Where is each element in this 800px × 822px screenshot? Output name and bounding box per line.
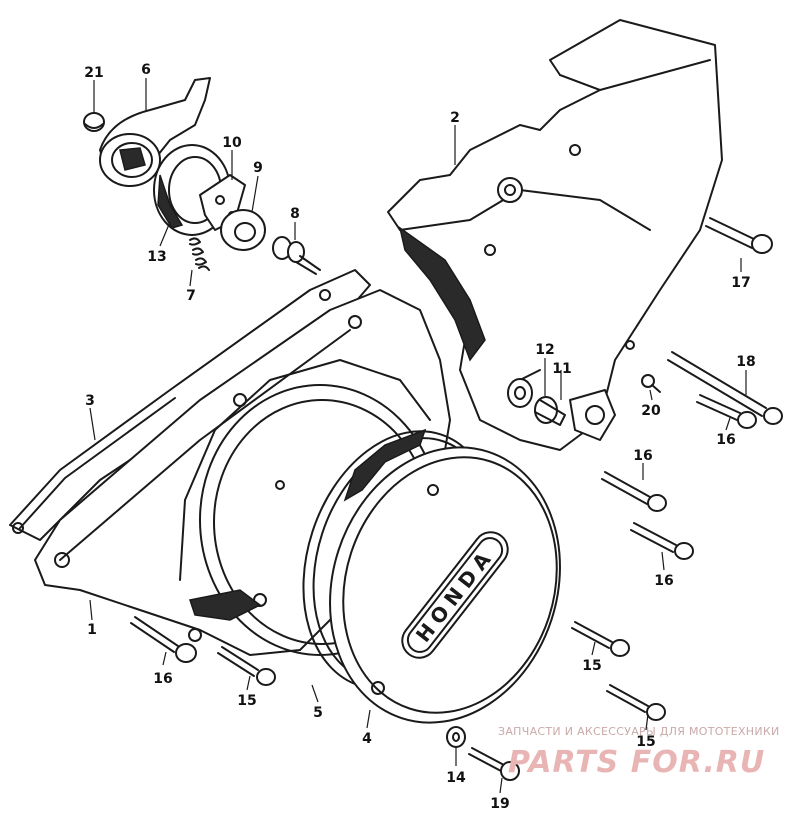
part-14-washer — [446, 726, 466, 748]
part-16-screw-right-b — [601, 471, 667, 512]
part-labels: 21 6 10 9 8 13 7 2 3 1 12 11 17 18 20 16… — [84, 62, 755, 812]
part-2-rear-cover — [387, 19, 723, 451]
part-15-screw-right-a — [571, 621, 630, 657]
label-part-3: 3 — [85, 393, 95, 409]
part-16-screw-right-a — [696, 394, 757, 429]
label-part-8: 8 — [290, 206, 300, 222]
label-part-16-d: 16 — [153, 671, 172, 687]
part-6-breaker-base — [99, 77, 211, 187]
label-part-19: 19 — [490, 796, 509, 812]
part-7-spring — [189, 237, 210, 271]
watermark: ЗАПЧАСТИ И АКСЕССУАРЫ ДЛЯ МОТОТЕХНИКИ PA… — [498, 725, 780, 780]
part-18-long-screw — [667, 351, 783, 425]
label-part-21: 21 — [84, 65, 103, 81]
part-21-cap — [83, 112, 105, 132]
label-part-15-b: 15 — [582, 658, 601, 674]
label-part-16-a: 16 — [716, 432, 735, 448]
label-part-9: 9 — [253, 160, 263, 176]
leader-lines — [89, 78, 747, 794]
label-part-16-c: 16 — [654, 573, 673, 589]
part-16-screw-right-c — [630, 522, 694, 560]
label-part-13: 13 — [147, 249, 166, 265]
part-20-bolt — [641, 374, 661, 393]
part-15-screw-right-b — [606, 684, 666, 721]
watermark-tagline: ЗАПЧАСТИ И АКСЕССУАРЫ ДЛЯ МОТОТЕХНИКИ — [498, 725, 780, 738]
part-16-screw-left — [130, 616, 197, 663]
label-part-1: 1 — [87, 622, 97, 638]
part-8-screw — [272, 236, 321, 275]
label-part-5: 5 — [313, 705, 323, 721]
part-4-point-cover: HONDA — [329, 428, 561, 724]
part-19-screw — [468, 747, 520, 781]
label-part-15-a: 15 — [237, 693, 256, 709]
label-part-20: 20 — [641, 403, 661, 419]
label-part-6: 6 — [141, 62, 151, 78]
label-part-10: 10 — [222, 135, 242, 151]
label-part-12: 12 — [535, 342, 554, 358]
label-part-2: 2 — [450, 110, 460, 126]
label-part-18: 18 — [736, 354, 755, 370]
label-part-11: 11 — [552, 361, 571, 377]
part-12-washer — [507, 378, 533, 408]
part-9-condenser — [220, 209, 266, 251]
label-part-15-c: 15 — [636, 734, 655, 750]
label-part-4: 4 — [362, 731, 372, 747]
label-part-7: 7 — [186, 288, 196, 304]
part-17-screw — [705, 217, 773, 254]
label-part-17: 17 — [731, 275, 750, 291]
part-15-screw-left — [217, 646, 276, 686]
label-part-16-b: 16 — [633, 448, 652, 464]
part-11-dowel — [534, 396, 566, 426]
part-3-gasket — [9, 269, 371, 541]
label-part-14: 14 — [446, 770, 466, 786]
watermark-logo: PARTS FOR.RU — [508, 745, 765, 780]
